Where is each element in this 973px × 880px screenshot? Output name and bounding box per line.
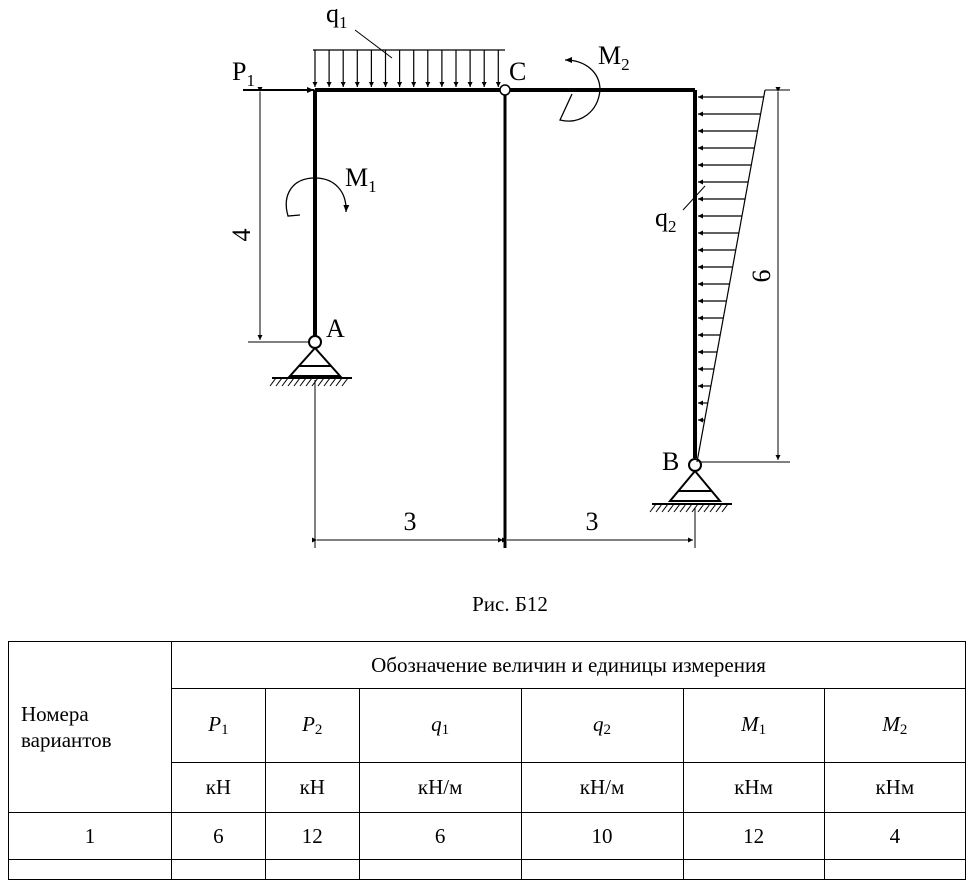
row-header: Номера вариантов [8, 641, 172, 813]
hatch-line [329, 377, 337, 387]
variant-number: 1 [8, 812, 172, 860]
support-b [649, 458, 732, 513]
symbol-subscript: 2 [603, 722, 612, 738]
hatch-line [655, 503, 663, 513]
hatch-line [715, 503, 723, 513]
frame-diagram: P1 q1 C M2 M1 q2 A B 4 6 3 3 [227, 0, 790, 548]
column-unit: кН [171, 762, 266, 813]
figure-caption: Рис. Б12 [472, 592, 548, 616]
dimension-lines [248, 87, 790, 548]
hatch-line [275, 377, 283, 387]
support-a [269, 335, 352, 387]
hatch-line [281, 377, 289, 387]
symbol-subscript: 2 [899, 722, 908, 738]
dim-left-height: 4 [227, 229, 256, 242]
column-unit: кН/м [520, 762, 684, 813]
label-m2: M2 [598, 41, 630, 74]
empty-cell [358, 859, 522, 880]
empty-cell [171, 859, 266, 880]
symbol-letter: P [208, 712, 222, 736]
value-cell: 12 [682, 812, 825, 860]
dim-right-height: 6 [747, 270, 776, 283]
column-unit: кН [264, 762, 360, 813]
moment-m1-arrow [285, 177, 350, 217]
label-p1: P1 [232, 57, 255, 90]
symbol-subscript: 1 [758, 722, 767, 738]
label-b: B [662, 447, 679, 476]
hatch-line [697, 503, 705, 513]
label-q2: q2 [655, 203, 677, 236]
hatch-line [323, 377, 331, 387]
hatch-line [287, 377, 295, 387]
hatch-line [673, 503, 681, 513]
hatch-line [317, 377, 325, 387]
hatch-line [341, 377, 349, 387]
hatch-line [709, 503, 717, 513]
hatch-line [299, 377, 307, 387]
column-symbol: q1 [358, 688, 522, 763]
column-unit: кН/м [358, 762, 522, 813]
empty-cell [823, 859, 967, 880]
symbol-letter: P [302, 712, 315, 736]
hatch-line [703, 503, 711, 513]
symbol-subscript: 1 [441, 722, 450, 738]
symbol-letter: q [431, 712, 442, 736]
dim-span-right: 3 [586, 507, 599, 536]
hinge-c [499, 84, 511, 96]
empty-cell [8, 859, 172, 880]
hatch-line [649, 503, 657, 513]
frame-members [313, 88, 697, 548]
hatch-line [269, 377, 277, 387]
distributed-load-q2 [682, 89, 766, 463]
hatch-line [667, 503, 675, 513]
moment-m2-arrow [559, 57, 601, 122]
variants-table: Номера вариантов Обозначение величин и е… [8, 641, 967, 880]
column-symbol: P2 [264, 688, 360, 763]
hatch-line [661, 503, 669, 513]
hatch-line [679, 503, 687, 513]
label-a: A [326, 314, 345, 343]
label-q1: q1 [326, 0, 348, 32]
symbol-subscript: 1 [221, 722, 229, 738]
hatch-line [293, 377, 301, 387]
empty-cell [264, 859, 360, 880]
empty-cell [520, 859, 684, 880]
empty-cell [682, 859, 825, 880]
distributed-load-q1 [312, 29, 505, 87]
column-unit: кНм [823, 762, 967, 813]
column-symbol: P1 [171, 688, 266, 763]
dim-span-left: 3 [404, 507, 417, 536]
column-unit: кНм [682, 762, 825, 813]
symbol-letter: M [882, 712, 900, 736]
symbol-letter: M [741, 712, 759, 736]
value-cell: 6 [171, 812, 266, 860]
symbol-subscript: 2 [314, 722, 323, 738]
value-cell: 4 [823, 812, 967, 860]
value-cell: 6 [358, 812, 522, 860]
column-symbol: M1 [682, 688, 825, 763]
hatch-line [335, 377, 343, 387]
symbol-letter: q [593, 712, 604, 736]
value-cell: 10 [520, 812, 684, 860]
column-symbol: M2 [823, 688, 967, 763]
label-c: C [509, 57, 526, 86]
value-cell: 12 [264, 812, 360, 860]
column-symbol: q2 [520, 688, 684, 763]
group-header: Обозначение величин и единицы измерения [171, 641, 966, 689]
label-m1: M1 [345, 163, 377, 196]
hatch-line [305, 377, 313, 387]
hatch-line [721, 503, 729, 513]
hatch-line [685, 503, 693, 513]
